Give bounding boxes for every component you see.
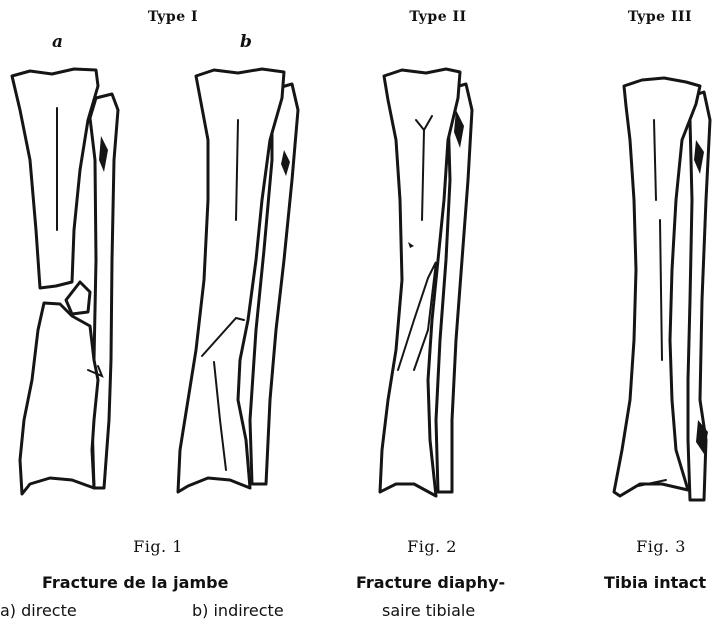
- fig3-bone-drawing: [614, 78, 710, 500]
- fig1-sub-b: b) indirecte: [192, 601, 284, 620]
- fig2-label: Fig. 2: [384, 537, 480, 556]
- fig1-label: Fig. 1: [110, 537, 206, 556]
- fig1a-butterfly-fragment: [66, 282, 90, 314]
- fig2-caption-line1: Fracture diaphy-: [356, 573, 505, 592]
- fig2-caption-line2: saire tibiale: [382, 601, 475, 620]
- bone-illustrations: [0, 0, 720, 530]
- fig2-bone-drawing: [380, 69, 472, 496]
- fig1-sub-a: a) directe: [0, 601, 77, 620]
- fig1a-tibia-lower-fragment: [20, 303, 98, 494]
- fig3-caption: Tibia intact: [604, 573, 706, 592]
- fig1a-bone-drawing: [12, 69, 118, 494]
- fig1b-bone-drawing: [178, 69, 298, 492]
- fig1-caption: Fracture de la jambe: [42, 573, 228, 592]
- fig3-label: Fig. 3: [613, 537, 709, 556]
- fig1a-tibia-upper-fragment: [12, 69, 98, 288]
